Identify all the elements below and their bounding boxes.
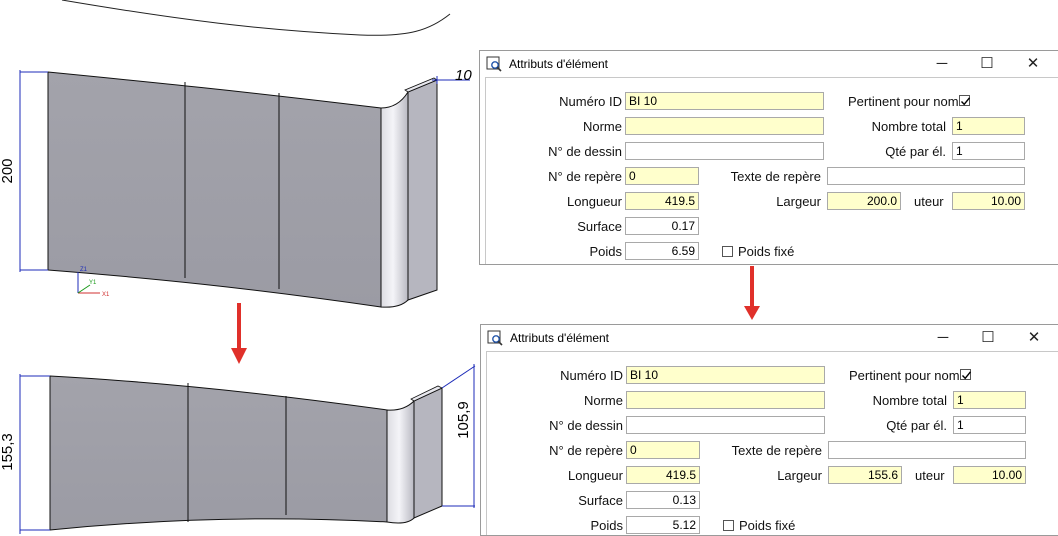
label-texte-repere: Texte de repère <box>730 169 821 184</box>
label-largeur: Largeur <box>777 468 822 483</box>
field-repere[interactable]: 0 <box>626 441 700 459</box>
label-numero-id: Numéro ID <box>559 94 622 109</box>
label-repere: N° de repère <box>548 169 622 184</box>
label-pertinent: Pertinent pour nom <box>849 368 960 383</box>
label-surface: Surface <box>577 219 622 234</box>
field-hauteur[interactable]: 10.00 <box>953 466 1026 484</box>
field-largeur[interactable]: 200.0 <box>827 192 901 210</box>
field-repere[interactable]: 0 <box>625 167 699 185</box>
label-dessin: N° de dessin <box>549 418 623 433</box>
label-poids: Poids <box>589 244 622 259</box>
bent-panel-modified <box>49 375 443 531</box>
label-longueur: Longueur <box>567 194 622 209</box>
field-longueur[interactable]: 419.5 <box>625 192 699 210</box>
checkmark-icon <box>960 97 971 106</box>
dialog-title: Attributs d'élément <box>510 331 610 345</box>
label-numero-id: Numéro ID <box>560 368 623 383</box>
minimize-button[interactable]: ─ <box>937 329 949 346</box>
attributes-dialog-modified: Attributs d'élément ─ ☐ ✕ Numéro ID BI 1… <box>480 324 1058 536</box>
magnifier-window-icon <box>486 56 502 72</box>
close-button[interactable]: ✕ <box>1026 55 1040 72</box>
svg-text:Z1: Z1 <box>80 267 88 273</box>
label-hauteur: uteur <box>914 194 944 209</box>
label-largeur: Largeur <box>776 194 821 209</box>
field-nombre-total[interactable]: 1 <box>953 391 1026 409</box>
dimension-text-200: 200 <box>0 158 16 183</box>
magnifier-window-icon <box>487 330 503 346</box>
field-surface[interactable]: 0.17 <box>625 217 699 235</box>
checkbox-poids-fixe[interactable] <box>723 520 734 531</box>
label-norme: Norme <box>582 119 622 134</box>
field-numero-id[interactable]: BI 10 <box>625 92 824 110</box>
dimension-height-right: 105,9 <box>441 364 476 508</box>
maximize-button[interactable]: ☐ <box>980 55 994 72</box>
label-poids: Poids <box>590 518 623 533</box>
checkmark-icon <box>961 371 972 380</box>
checkbox-pertinent[interactable] <box>960 369 972 380</box>
label-nombre-total: Nombre total <box>871 119 946 134</box>
field-largeur[interactable]: 155.6 <box>828 466 902 484</box>
axis-triad: Z1 Y1 X1 <box>77 267 110 298</box>
dimension-text-105-9: 105,9 <box>455 401 472 439</box>
label-texte-repere: Texte de repère <box>731 443 822 458</box>
field-norme[interactable] <box>625 117 824 135</box>
cad-viewport[interactable]: 200 10 Z1 Y1 X1 155,3 105,9 <box>0 0 480 534</box>
dimension-height-left: 155,3 <box>0 374 50 534</box>
label-poids-fixe: Poids fixé <box>739 518 796 533</box>
dimension-thickness: 10 <box>432 67 472 84</box>
field-hauteur[interactable]: 10.00 <box>952 192 1025 210</box>
svg-text:Y1: Y1 <box>89 280 97 286</box>
minimize-button[interactable]: ─ <box>936 55 948 72</box>
label-hauteur: uteur <box>915 468 945 483</box>
field-numero-id[interactable]: BI 10 <box>626 366 825 384</box>
checkbox-pertinent[interactable] <box>959 95 971 106</box>
dimension-text-10: 10 <box>455 67 472 84</box>
close-button[interactable]: ✕ <box>1027 329 1041 346</box>
transition-arrow-right <box>744 266 760 320</box>
field-texte-repere[interactable] <box>828 441 1026 459</box>
dialog-body: Numéro ID BI 10 Pertinent pour nom Norme… <box>485 77 1058 264</box>
label-qte: Qté par él. <box>886 418 947 433</box>
field-poids[interactable]: 5.12 <box>626 516 700 534</box>
bent-panel-original <box>47 71 438 308</box>
field-dessin[interactable] <box>626 416 825 434</box>
partial-contour-line <box>61 0 451 36</box>
field-dessin[interactable] <box>625 142 824 160</box>
field-surface[interactable]: 0.13 <box>626 491 700 509</box>
label-longueur: Longueur <box>568 468 623 483</box>
dialog-title: Attributs d'élément <box>509 57 609 71</box>
label-nombre-total: Nombre total <box>872 393 947 408</box>
title-bar[interactable]: Attributs d'élément ─ ☐ ✕ <box>480 51 1058 77</box>
label-repere: N° de repère <box>549 443 623 458</box>
title-bar[interactable]: Attributs d'élément ─ ☐ ✕ <box>481 325 1058 351</box>
field-qte[interactable]: 1 <box>952 142 1025 160</box>
label-qte: Qté par él. <box>885 144 946 159</box>
dialog-body: Numéro ID BI 10 Pertinent pour nom Norme… <box>486 351 1058 535</box>
dimension-text-155-3: 155,3 <box>0 433 16 471</box>
field-longueur[interactable]: 419.5 <box>626 466 700 484</box>
label-norme: Norme <box>583 393 623 408</box>
field-texte-repere[interactable] <box>827 167 1025 185</box>
transition-arrow-left <box>231 303 247 364</box>
maximize-button[interactable]: ☐ <box>981 329 995 346</box>
label-surface: Surface <box>578 493 623 508</box>
label-dessin: N° de dessin <box>548 144 622 159</box>
field-nombre-total[interactable]: 1 <box>952 117 1025 135</box>
dimension-height-top: 200 <box>0 70 48 272</box>
label-pertinent: Pertinent pour nom <box>848 94 959 109</box>
field-qte[interactable]: 1 <box>953 416 1026 434</box>
svg-text:X1: X1 <box>102 292 110 298</box>
field-poids[interactable]: 6.59 <box>625 242 699 260</box>
checkbox-poids-fixe[interactable] <box>722 246 733 257</box>
field-norme[interactable] <box>626 391 825 409</box>
attributes-dialog-original: Attributs d'élément ─ ☐ ✕ Numéro ID BI 1… <box>479 50 1058 265</box>
label-poids-fixe: Poids fixé <box>738 244 795 259</box>
